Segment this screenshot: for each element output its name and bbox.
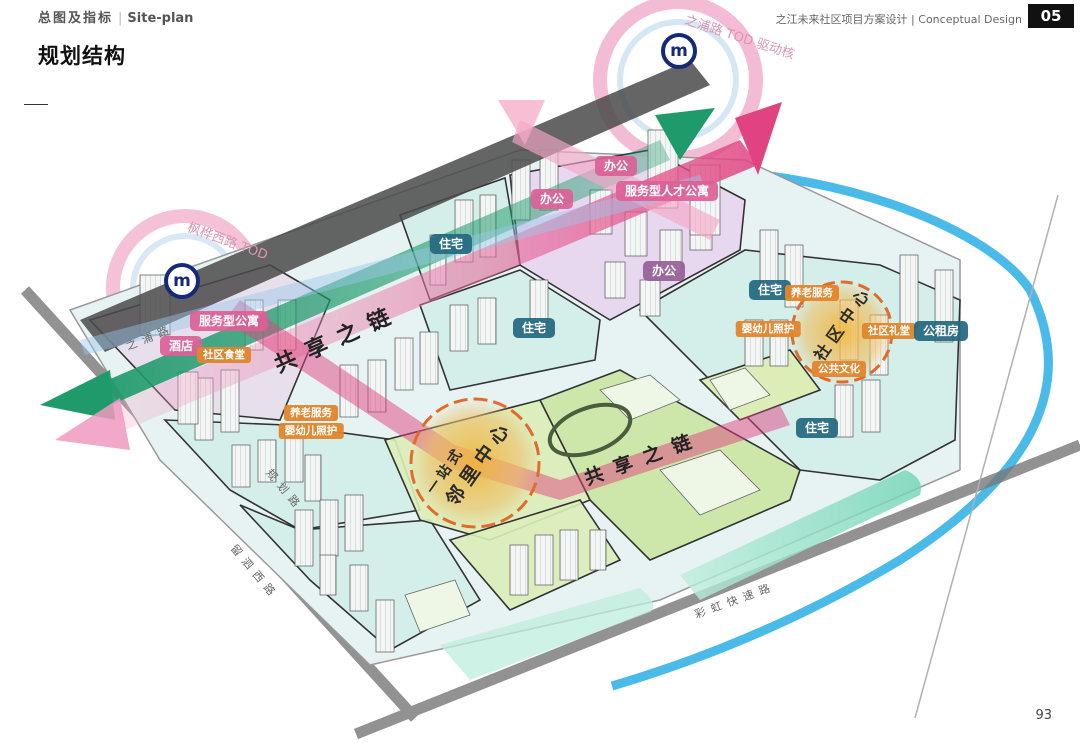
label-public-rental: 公租房: [913, 321, 969, 341]
green-arrow: [40, 108, 715, 420]
pink-shared-axis-north: [55, 102, 782, 450]
page-title: 规划结构: [38, 44, 126, 68]
label-childcare-east: 婴幼儿照护: [735, 321, 801, 337]
header-section-cn: 总图及指标: [38, 11, 114, 26]
neighborhood-center-zone: [409, 397, 541, 529]
page-number: 93: [1035, 708, 1052, 723]
label-residential-3: 住宅: [748, 280, 792, 300]
rail-line: [914, 194, 1059, 719]
project-title: 之江未来社区项目方案设计 | Conceptual Design: [775, 13, 1022, 26]
metro-icon-north: m: [661, 33, 697, 69]
label-talent-apartment: 服务型人才公寓: [615, 181, 719, 201]
dark-road-axis: [80, 60, 710, 352]
label-public-culture: 公共文化: [812, 361, 866, 377]
label-residential-4: 住宅: [795, 418, 839, 438]
pink-shared-axis-south: [225, 300, 790, 500]
low-rise-footprints: [404, 367, 771, 633]
running-track: [547, 402, 633, 458]
label-residential-2: 住宅: [512, 318, 556, 338]
block-residential-mid: [418, 269, 601, 391]
label-office-2: 办公: [530, 189, 574, 209]
label-elderly-east: 养老服务: [785, 285, 839, 301]
metro-icon-west: m: [164, 263, 200, 299]
park-strips: [440, 470, 921, 680]
label-service-apartment: 服务型公寓: [189, 311, 269, 331]
pink-arrow-office: [498, 100, 720, 240]
label-residential-1: 住宅: [429, 234, 473, 254]
label-elderly-west: 养老服务: [284, 405, 338, 421]
header-section: 总图及指标 | Site-plan: [38, 7, 193, 26]
label-hotel: 酒店: [159, 336, 203, 356]
label-childcare-west: 婴幼儿照护: [278, 423, 344, 439]
label-community-canteen: 社区食堂: [197, 347, 251, 363]
light-blue-strip: [80, 175, 705, 355]
decorative-line: [24, 104, 48, 105]
river-ring: [610, 165, 1053, 691]
header-section-en: Site-plan: [127, 11, 194, 26]
header-separator: |: [118, 11, 123, 26]
label-office-1: 办公: [594, 156, 638, 176]
label-office-3: 办公: [642, 261, 686, 281]
label-community-hall: 社区礼堂: [862, 323, 916, 339]
page-badge: 05: [1028, 4, 1074, 28]
